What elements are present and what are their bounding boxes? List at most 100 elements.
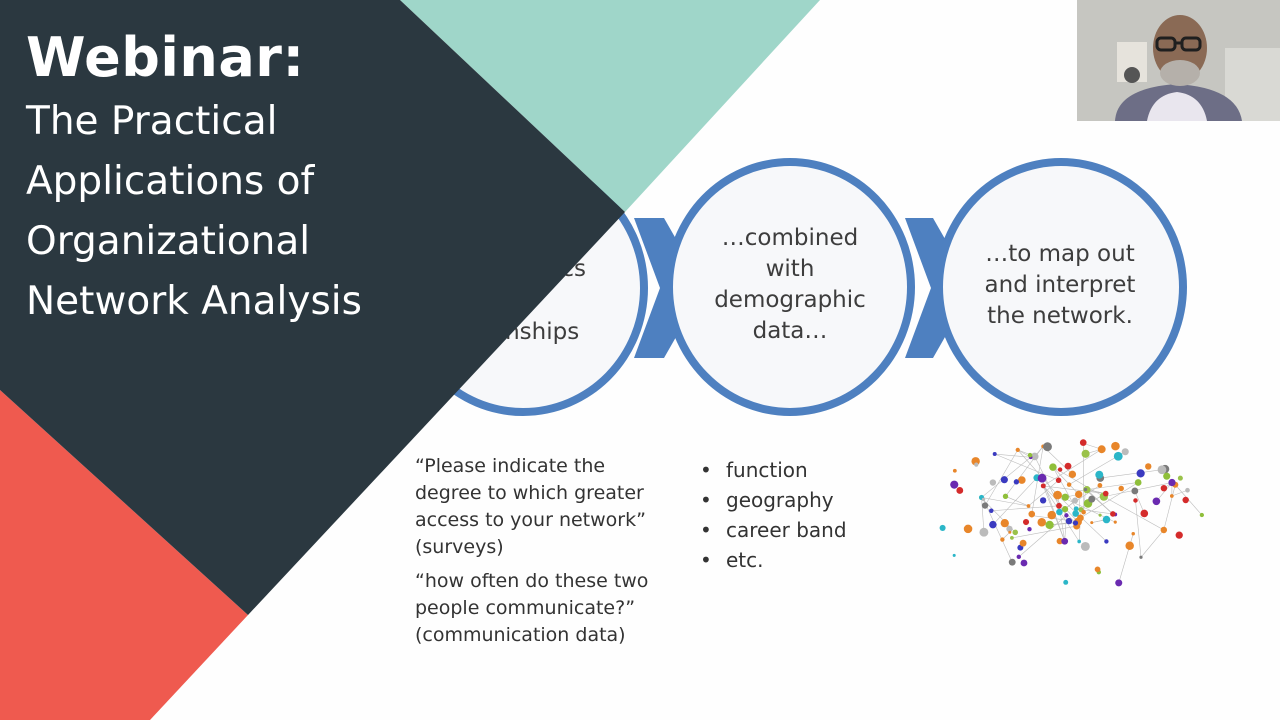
graph-edge xyxy=(1156,482,1173,502)
graph-node xyxy=(1097,445,1106,454)
graph-node xyxy=(1073,506,1079,512)
presenter-video[interactable] xyxy=(1077,0,1280,121)
graph-node xyxy=(1177,475,1183,481)
graph-node xyxy=(1152,497,1161,506)
graph-node xyxy=(1139,555,1143,559)
graph-node xyxy=(1111,441,1120,451)
graph-node xyxy=(1037,517,1047,527)
graph-edge xyxy=(1134,490,1145,514)
graph-node xyxy=(1102,515,1111,524)
graph-node xyxy=(1102,490,1109,497)
graph-node xyxy=(989,508,994,513)
list-item: geography xyxy=(698,485,847,515)
graph-edge xyxy=(1100,469,1162,479)
survey-caption: “Please indicate the degree to which gre… xyxy=(415,455,646,558)
graph-node xyxy=(1083,487,1088,492)
graph-node xyxy=(1000,519,1009,528)
list-item: function xyxy=(698,455,847,485)
graph-node xyxy=(1015,447,1020,453)
graph-edge xyxy=(981,497,985,533)
webinar-title: Webinar: xyxy=(26,26,305,89)
graph-node xyxy=(1061,537,1069,545)
graph-node xyxy=(1098,513,1102,517)
graph-edge xyxy=(1080,482,1139,519)
graph-node xyxy=(1055,477,1062,484)
graph-node xyxy=(1113,451,1123,461)
graph-node xyxy=(1163,472,1171,480)
graph-node xyxy=(1020,559,1028,567)
graph-node xyxy=(1008,558,1016,566)
graph-node xyxy=(1095,470,1104,479)
graph-node xyxy=(1008,530,1012,534)
graph-node xyxy=(1018,476,1026,484)
graph-edge xyxy=(983,499,1013,563)
graph-node xyxy=(1157,465,1167,475)
graph-node xyxy=(1019,539,1027,547)
graph-node xyxy=(952,468,957,473)
graph-node xyxy=(1160,484,1168,492)
graph-node xyxy=(1047,510,1057,520)
graph-node xyxy=(1030,513,1034,518)
graph-node xyxy=(1113,520,1117,524)
graph-node xyxy=(1169,494,1174,498)
communication-caption: “how often do these two people communica… xyxy=(415,570,649,646)
graph-node xyxy=(1168,478,1176,487)
graph-node xyxy=(1022,518,1030,526)
graph-node xyxy=(1145,463,1152,470)
graph-node xyxy=(1006,525,1013,533)
graph-node xyxy=(974,462,979,467)
graph-edge xyxy=(991,505,1060,512)
circle1-text-line1: tics xyxy=(546,256,587,282)
graph-node xyxy=(1175,531,1183,539)
webinar-subtitle: The Practical Applications of Organizati… xyxy=(26,99,362,324)
graph-node xyxy=(1027,452,1033,458)
graph-edge xyxy=(1163,484,1176,531)
graph-edge xyxy=(1028,480,1059,507)
graph-node xyxy=(1131,487,1139,495)
graph-node xyxy=(1057,467,1063,472)
list-item: etc. xyxy=(698,545,847,575)
graph-node xyxy=(1066,482,1072,487)
graph-node xyxy=(1131,532,1135,536)
graph-node xyxy=(1000,537,1005,542)
graph-node xyxy=(1056,508,1063,516)
graph-node xyxy=(981,502,989,509)
graph-node xyxy=(963,524,973,534)
demographic-list: function geography career band etc. xyxy=(698,455,847,575)
graph-edge xyxy=(984,449,1019,506)
graph-node xyxy=(1140,509,1149,518)
graph-node xyxy=(956,487,964,494)
graph-edge xyxy=(994,453,1031,458)
graph-node xyxy=(1013,479,1020,485)
graph-node xyxy=(1125,541,1134,551)
graph-node xyxy=(1012,529,1019,536)
graph-edge xyxy=(1103,496,1164,531)
presenter-icon xyxy=(1077,0,1280,121)
graph-node xyxy=(1016,554,1021,560)
graph-node xyxy=(981,497,986,502)
graph-edge xyxy=(994,453,1059,481)
graph-node xyxy=(1065,517,1073,525)
graph-edge xyxy=(1052,466,1079,495)
flow-circle-3 xyxy=(935,158,1187,416)
graph-node xyxy=(1136,469,1145,478)
graph-node xyxy=(1002,493,1009,499)
graph-edge xyxy=(1017,449,1058,496)
graph-node xyxy=(1039,497,1047,504)
network-graph-image xyxy=(939,439,1204,587)
circle1-text-line2: onships xyxy=(491,319,580,345)
graph-node xyxy=(1133,498,1138,503)
graph-node xyxy=(1160,526,1168,534)
graph-node xyxy=(1090,521,1094,525)
graph-node xyxy=(1045,520,1054,530)
graph-node xyxy=(992,452,997,457)
graph-edge xyxy=(1052,466,1104,497)
graph-node xyxy=(1040,483,1046,489)
graph-node xyxy=(1064,513,1069,518)
graph-edge xyxy=(1140,529,1165,558)
graph-edge xyxy=(1005,496,1029,507)
caption-fragment: ” xyxy=(288,554,298,576)
graph-node xyxy=(1110,511,1116,517)
graph-edge xyxy=(1018,515,1067,558)
